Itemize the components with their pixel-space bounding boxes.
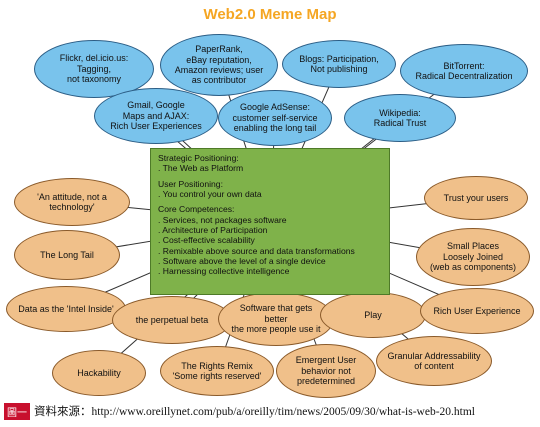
caption-source-link[interactable]: 資料來源：http://www.oreillynet.com/pub/a/ore… [34,406,475,418]
figure-caption: 圖一 資料來源：http://www.oreillynet.com/pub/a/… [0,400,540,422]
core-item: . Remixable above source and data transf… [158,245,355,256]
node-small-places-loosely-joined: Small Places Loosely Joined (web as comp… [416,228,530,286]
node-software-better-more-users: Software that gets better the more peopl… [218,292,334,346]
diagram-title: Web2.0 Meme Map [203,6,337,23]
node-play: Play [320,292,426,338]
node-flickr-tagging: Flickr, del.icio.us: Tagging, not taxono… [34,40,154,98]
node-gmail-rich-ux: Gmail, Google Maps and AJAX: Rich User E… [94,88,218,144]
core-heading: Strategic Positioning: [158,153,239,163]
node-perpetual-beta: the perpetual beta [112,296,232,344]
core-item: . Software above the level of a single d… [158,255,326,266]
node-wikipedia-radical-trust: Wikipedia: Radical Trust [344,94,456,142]
node-rights-remix: The Rights Remix 'Some rights reserved' [160,346,274,396]
core-item: . The Web as Platform [158,163,244,174]
core-section-user: User Positioning: . You control your own… [158,179,382,200]
node-blogs-participation: Blogs: Participation, Not publishing [282,40,396,88]
core-heading: User Positioning: [158,178,223,189]
core-section-strategic: Strategic Positioning: . The Web as Plat… [158,153,382,174]
node-emergent-user-behavior: Emergent User behavior not predetermined [276,344,376,398]
core-heading: Core Competences: [158,204,235,215]
node-adsense-long-tail: Google AdSense: customer self-service en… [218,90,332,146]
node-attitude-not-technology: 'An attitude, not a technology' [14,178,130,226]
node-trust-your-users: Trust your users [424,176,528,220]
core-item: . Cost-effective scalability [158,235,255,246]
node-hackability: Hackability [52,350,146,396]
core-item: . Architecture of Participation [158,224,268,235]
node-bittorrent-decentralization: BitTorrent: Radical Decentralization [400,44,528,98]
core-item: . Harnessing collective intelligence [158,266,290,277]
node-data-intel-inside: Data as the 'Intel Inside' [6,286,126,332]
core-competencies-box: Strategic Positioning: . The Web as Plat… [150,148,390,295]
core-item: . Services, not packages software [158,214,287,225]
node-paperrank-user-contributor: PaperRank, eBay reputation, Amazon revie… [160,34,278,96]
node-rich-user-experience: Rich User Experience [420,288,534,334]
core-item: . You control your own data [158,188,262,199]
figure-badge: 圖一 [4,402,30,420]
node-granular-addressability: Granular Addressability of content [376,336,492,386]
node-long-tail: The Long Tail [14,230,120,280]
core-section-competences: Core Competences: . Services, not packag… [158,204,382,276]
